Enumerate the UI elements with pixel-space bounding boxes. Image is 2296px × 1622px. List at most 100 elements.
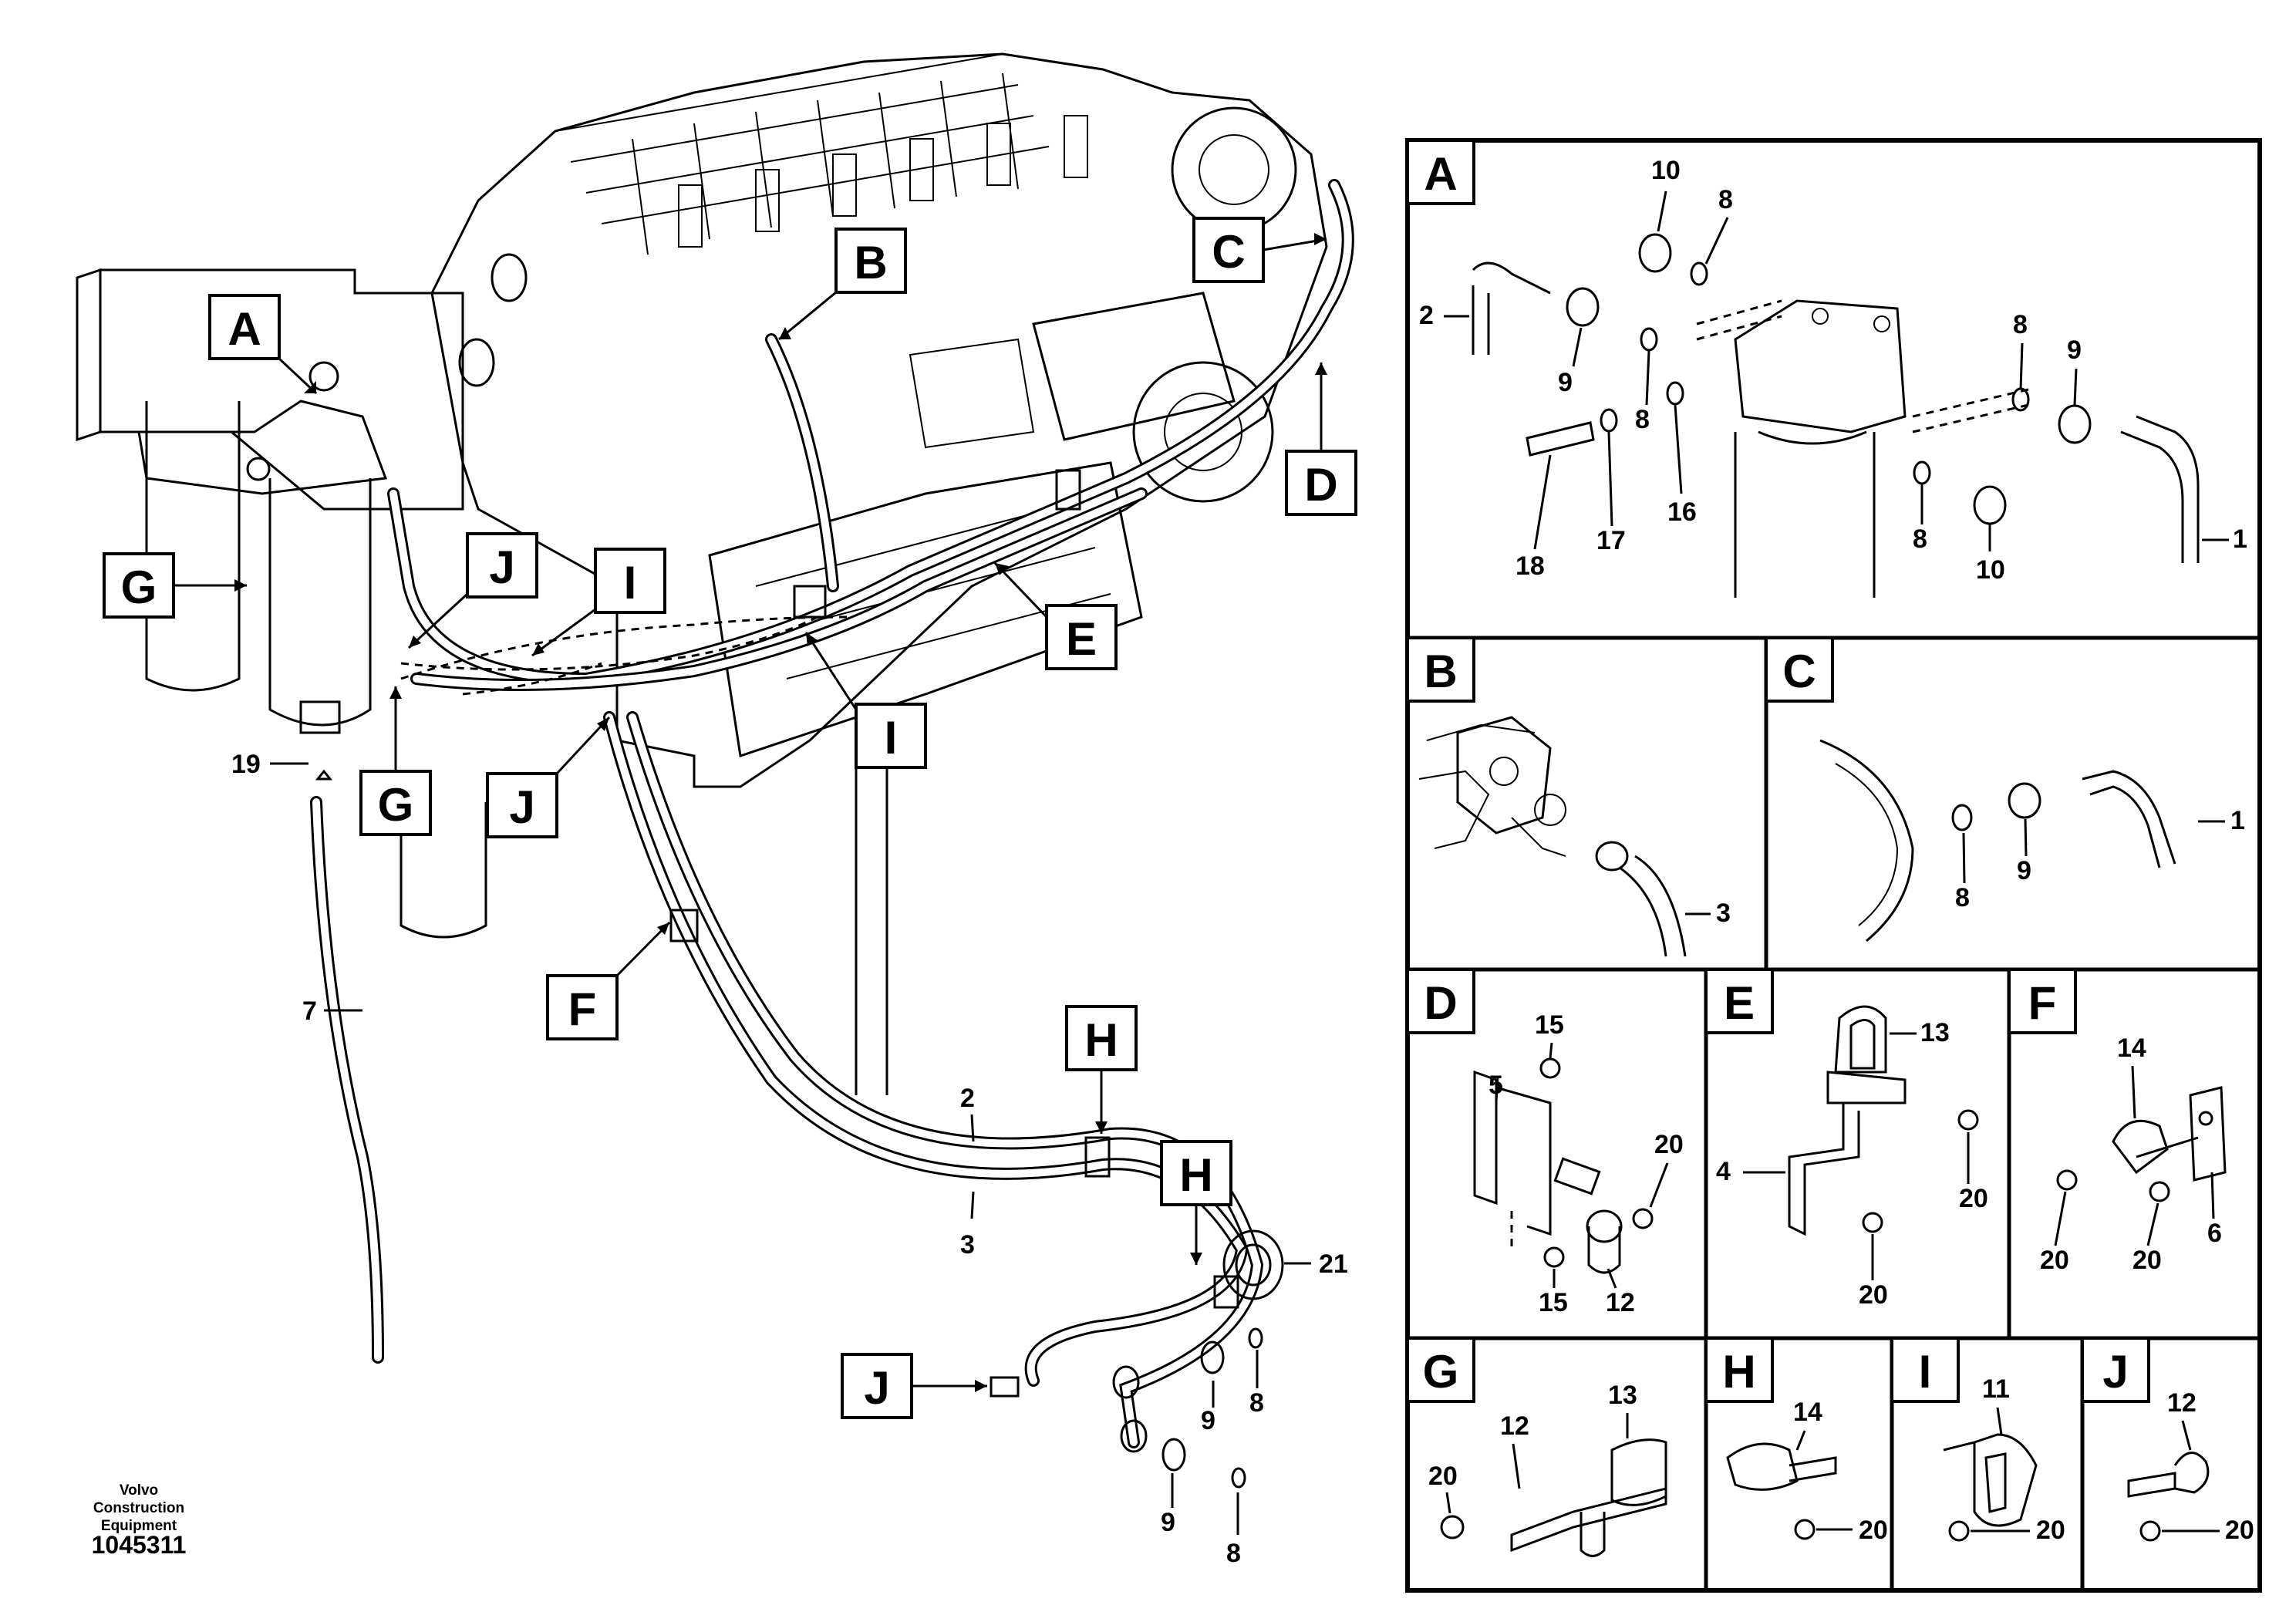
svg-text:8: 8: [2013, 310, 2028, 339]
svg-text:20: 20: [2225, 1516, 2254, 1545]
svg-text:3: 3: [1716, 899, 1731, 928]
svg-text:17: 17: [1596, 526, 1626, 555]
callout-g-lower: G: [359, 686, 432, 836]
svg-text:J: J: [2102, 1346, 2128, 1398]
callout-j-bottom: J: [841, 1353, 987, 1419]
svg-text:H: H: [1722, 1346, 1755, 1398]
svg-text:10: 10: [1976, 555, 2005, 585]
svg-text:11: 11: [1982, 1374, 2010, 1404]
callout-j-upper: J: [407, 532, 538, 649]
callout-h-lower: H: [1160, 1140, 1232, 1265]
svg-text:10: 10: [1651, 156, 1681, 185]
callout-f: F: [546, 921, 671, 1040]
svg-text:20: 20: [1859, 1516, 1888, 1545]
svg-text:B: B: [1424, 646, 1457, 697]
svg-text:8: 8: [1635, 405, 1650, 434]
svg-text:9: 9: [2017, 856, 2031, 885]
svg-text:4: 4: [1716, 1157, 1731, 1186]
svg-text:B: B: [854, 237, 887, 288]
svg-text:9: 9: [1201, 1406, 1215, 1435]
svg-text:9: 9: [2067, 336, 2082, 365]
callout-g-upper: G: [103, 552, 247, 619]
svg-text:18: 18: [1515, 551, 1545, 581]
svg-text:20: 20: [1959, 1184, 1988, 1213]
callout-d: D: [1285, 363, 1357, 516]
detail-panel-f: F 14 20 20 6: [2008, 968, 2227, 1275]
svg-text:F: F: [568, 983, 597, 1035]
callout-b: B: [778, 228, 907, 341]
svg-text:6: 6: [2207, 1219, 2222, 1248]
detail-panel-j: J 12 20: [2081, 1337, 2254, 1545]
svg-text:12: 12: [2167, 1388, 2197, 1418]
main-item-numbers: 19 7 2 3 21 9 8 9 8: [231, 750, 1348, 1568]
svg-text:C: C: [1782, 646, 1816, 697]
callout-a: A: [208, 294, 318, 395]
svg-text:14: 14: [1793, 1398, 1822, 1427]
svg-text:8: 8: [1913, 524, 1927, 554]
svg-text:3: 3: [960, 1230, 975, 1259]
callout-c: C: [1192, 217, 1327, 283]
main-callouts: A B C D E F: [103, 217, 1357, 1419]
svg-text:8: 8: [1226, 1539, 1241, 1568]
svg-text:5: 5: [1489, 1071, 1503, 1100]
svg-text:E: E: [1066, 613, 1097, 665]
svg-text:1: 1: [2230, 806, 2245, 835]
callout-i-lower: I: [804, 632, 927, 769]
drawing-number: 1045311: [91, 1531, 187, 1559]
svg-text:2: 2: [960, 1084, 975, 1113]
svg-text:J: J: [489, 541, 514, 593]
fuel-filter-assembly: [137, 361, 388, 781]
svg-text:H: H: [1084, 1014, 1118, 1066]
detail-panel-e: E 13 4 20 20: [1704, 968, 1988, 1310]
svg-text:A: A: [228, 303, 261, 355]
svg-text:13: 13: [1608, 1381, 1637, 1410]
svg-text:I: I: [624, 557, 637, 609]
detail-panel-a: A 10 8 2 9 8 16 17: [1406, 139, 2247, 598]
detail-panel-c: C 1 8 9: [1765, 636, 2245, 943]
svg-text:20: 20: [1859, 1280, 1888, 1310]
svg-text:13: 13: [1920, 1018, 1950, 1047]
svg-text:15: 15: [1535, 1010, 1564, 1040]
svg-text:C: C: [1212, 226, 1245, 278]
svg-text:8: 8: [1718, 185, 1733, 214]
svg-text:1: 1: [2233, 524, 2247, 554]
svg-text:14: 14: [2117, 1034, 2146, 1063]
detail-panel-h: H 14 20: [1704, 1337, 1888, 1545]
svg-text:19: 19: [231, 750, 261, 779]
detail-panel-i: I 11 20: [1890, 1337, 2065, 1545]
engine-illustration: [76, 52, 1328, 1095]
svg-text:9: 9: [1558, 368, 1573, 397]
svg-text:D: D: [1304, 459, 1337, 511]
svg-text:20: 20: [2036, 1516, 2065, 1545]
publisher-label: Volvo Construction Equipment: [93, 1482, 185, 1534]
svg-text:G: G: [1423, 1346, 1459, 1398]
svg-text:A: A: [1424, 148, 1457, 200]
svg-text:16: 16: [1667, 497, 1697, 527]
svg-text:12: 12: [1500, 1411, 1529, 1441]
svg-text:20: 20: [2040, 1246, 2069, 1275]
detail-panel-g: G 20 12 13: [1406, 1337, 1667, 1557]
svg-text:I: I: [1919, 1346, 1932, 1398]
svg-text:F: F: [2028, 977, 2057, 1029]
callout-i-upper: I: [531, 548, 666, 657]
svg-text:G: G: [378, 779, 414, 831]
detail-panel-d: D 5 15 20 15 12: [1406, 968, 1684, 1317]
detail-panel-b: B 3: [1406, 636, 1731, 957]
svg-text:8: 8: [1955, 883, 1970, 912]
callout-j-middle: J: [486, 716, 611, 838]
svg-text:G: G: [121, 561, 157, 613]
svg-text:H: H: [1179, 1149, 1212, 1201]
svg-text:E: E: [1724, 977, 1755, 1029]
svg-text:8: 8: [1249, 1388, 1264, 1418]
svg-text:J: J: [864, 1362, 889, 1414]
svg-text:20: 20: [1654, 1130, 1684, 1159]
svg-text:J: J: [509, 781, 534, 833]
svg-text:20: 20: [2132, 1246, 2162, 1275]
svg-text:20: 20: [1428, 1462, 1458, 1491]
svg-text:15: 15: [1539, 1288, 1568, 1317]
fuel-hoses: [310, 179, 1354, 1489]
svg-text:21: 21: [1319, 1249, 1348, 1279]
svg-text:7: 7: [302, 996, 317, 1026]
svg-text:I: I: [885, 712, 898, 764]
